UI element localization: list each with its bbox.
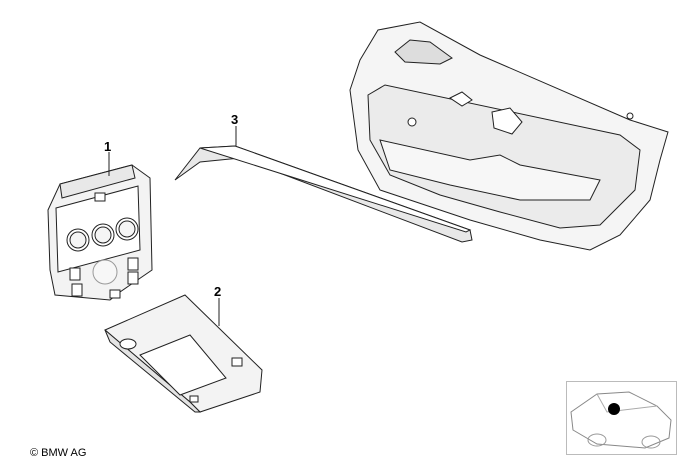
part-1-console-trim xyxy=(47,164,153,301)
location-marker-icon xyxy=(608,403,620,415)
car-thumbnail xyxy=(566,381,677,455)
callout-2-label: 2 xyxy=(214,284,222,299)
part-2-shift-surround xyxy=(104,294,263,413)
car-outline-icon xyxy=(570,391,672,449)
callout-1-label: 1 xyxy=(104,139,112,154)
part-3-trim-strip xyxy=(174,145,473,243)
copyright-label: © BMW AG xyxy=(30,447,87,459)
door-panel xyxy=(349,21,669,251)
callout-3-label: 3 xyxy=(231,112,239,127)
